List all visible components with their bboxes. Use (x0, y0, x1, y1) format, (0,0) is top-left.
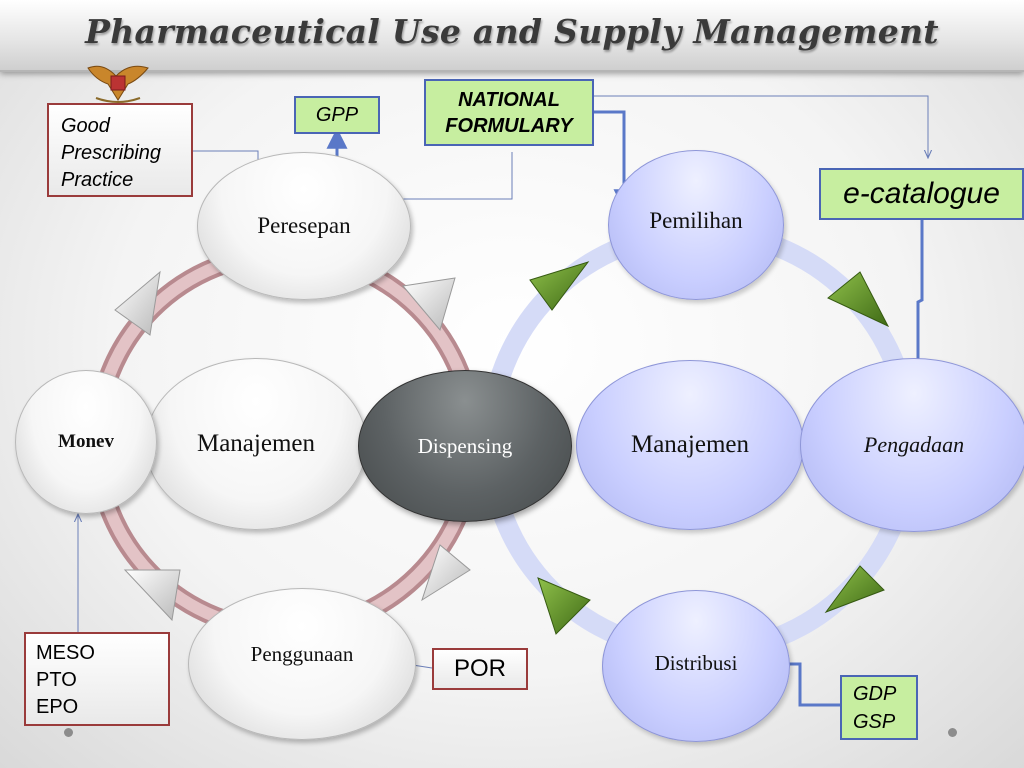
node-dispensing: Dispensing (358, 370, 572, 522)
left-cycle-arrow-bottom-right (421, 544, 471, 602)
slide-title: Pharmaceutical Use and Supply Management (85, 12, 939, 51)
left-cycle-arrow-top-right (402, 277, 456, 332)
node-manajemen-left: Manajemen (145, 358, 367, 530)
box-line: Prescribing (61, 142, 162, 164)
box-label: POR (453, 655, 506, 682)
box-label: e-catalogue (843, 177, 1000, 210)
left-cycle-arrow-bottom-left (123, 569, 181, 622)
box-line: NATIONAL (458, 89, 560, 111)
national-formulary-box: NATIONAL FORMULARY (424, 79, 594, 146)
meso-pto-epo-box: MESO PTO EPO (24, 632, 170, 726)
node-label: Pemilihan (649, 208, 743, 233)
box-label: GPP (315, 104, 359, 126)
title-bar: Pharmaceutical Use and Supply Management (0, 0, 1024, 72)
node-label: Distribusi (654, 650, 738, 675)
node-pemilihan: Pemilihan (608, 150, 784, 300)
node-label: Penggunaan (250, 641, 354, 666)
box-line: Good (61, 115, 110, 137)
box-line: GDP (853, 683, 897, 705)
good-prescribing-practice-box: Good Prescribing Practice (47, 103, 193, 197)
right-cycle-arrow-top-left (529, 261, 590, 311)
box-line: PTO (36, 669, 77, 691)
node-peresepan: Peresepan (197, 152, 411, 300)
node-label: Manajemen (630, 431, 749, 458)
node-label: Monev (58, 431, 114, 452)
bullet-dot-icon (948, 728, 957, 737)
node-monev: Monev (15, 370, 157, 514)
gdp-gsp-box: GDP GSP (840, 675, 918, 740)
connector-national-formulary-to-e-catalogue (594, 95, 928, 158)
node-pengadaan: Pengadaan (800, 358, 1024, 532)
e-catalogue-box: e-catalogue (819, 168, 1024, 220)
node-penggunaan: Penggunaan (188, 588, 416, 740)
left-cycle-arrow-top-left (114, 270, 161, 336)
bullet-dot-icon (64, 728, 73, 737)
connector-national-formulary-to-peresepan (386, 152, 513, 199)
box-line: GSP (853, 711, 896, 733)
connector-e-catalogue-to-pengadaan (907, 220, 929, 385)
connector-national-formulary-to-pemilihan (594, 110, 635, 211)
node-label: Pengadaan (863, 432, 965, 457)
gpp-box: GPP (294, 96, 380, 134)
right-cycle-arrow-top-right (827, 271, 890, 328)
right-cycle-arrow-bottom-right (824, 565, 885, 614)
box-line: MESO (36, 642, 95, 664)
por-box: POR (432, 648, 528, 690)
garuda-emblem-icon (87, 65, 149, 103)
node-label: Dispensing (417, 433, 513, 458)
box-line: FORMULARY (445, 115, 573, 137)
node-label: Peresepan (257, 213, 351, 238)
node-manajemen-right: Manajemen (576, 360, 804, 530)
node-label: Manajemen (196, 430, 315, 457)
box-line: EPO (36, 696, 79, 718)
node-distribusi: Distribusi (602, 590, 790, 742)
box-line: Practice (61, 169, 134, 191)
right-cycle-arrow-bottom-left (537, 577, 591, 635)
